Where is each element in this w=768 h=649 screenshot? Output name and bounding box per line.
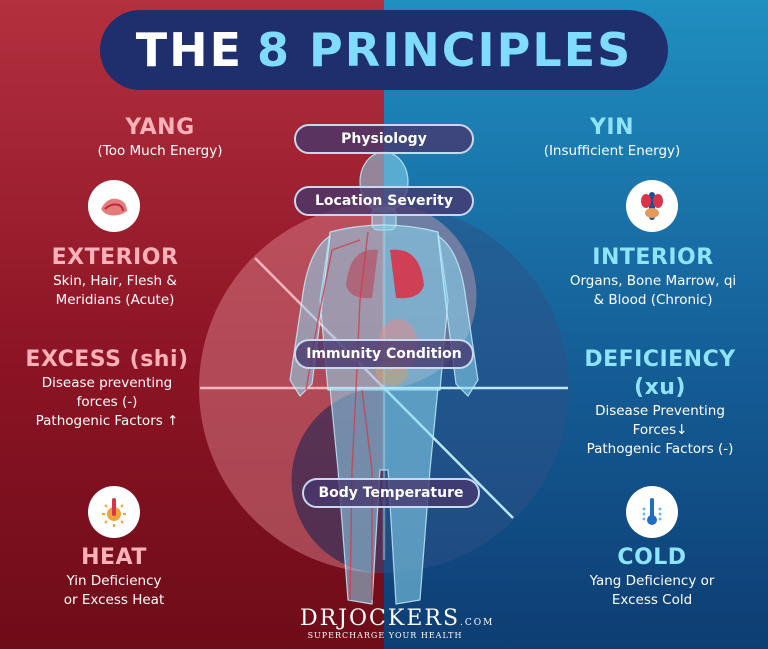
pill-physiology: Physiology [294,124,474,154]
pill-location-severity: Location Severity [294,186,474,216]
cold-heading: COLD [617,545,687,570]
title-banner: THE 8 PRINCIPLES [100,10,668,90]
deficiency-line-2: Forces↓ [632,422,688,438]
cold-line-1: Yang Deficiency or [589,573,715,589]
deficiency-heading: DEFICIENCY (xu) [584,347,736,400]
yang-block: YANG (Too Much Energy) [60,114,260,161]
thermometer-cold-icon [626,486,678,538]
title-part-2: 8 PRINCIPLES [257,23,633,77]
excess-line-3: Pathogenic Factors ↑ [35,413,179,429]
excess-line-2: forces (-) [76,394,138,410]
thermometer-hot-icon [88,486,140,538]
brand-logo: DRJOCKERS.COM SUPERCHARGE YOUR HEALTH [300,606,492,640]
deficiency-block: DEFICIENCY (xu) Disease Preventing Force… [558,346,762,459]
exterior-line-2: Meridians (Acute) [55,292,175,308]
skin-layer-icon [88,180,140,232]
brand-suffix: .COM [460,618,495,628]
brand-name-b: JOCKERS [338,606,461,631]
interior-heading: INTERIOR [592,245,714,270]
cold-line-2: Excess Cold [611,592,693,608]
heat-heading: HEAT [81,545,147,570]
brand-tagline: SUPERCHARGE YOUR HEALTH [307,631,463,640]
pill-body-temperature: Body Temperature [302,478,480,508]
excess-block: EXCESS (shi) Disease preventing forces (… [12,346,202,431]
interior-line-2: & Blood (Chronic) [593,292,713,308]
cold-block: COLD Yang Deficiency or Excess Cold [562,544,742,610]
excess-line-1: Disease preventing [41,375,173,391]
heat-block: HEAT Yin Deficiency or Excess Heat [24,544,204,610]
interior-line-1: Organs, Bone Marrow, qi [569,273,737,289]
heat-line-1: Yin Deficiency [66,573,162,589]
deficiency-line-3: Pathogenic Factors (-) [586,441,734,457]
yang-heading: YANG [125,115,195,140]
yang-sub: (Too Much Energy) [97,143,223,159]
title-part-1: THE [135,23,244,77]
exterior-block: EXTERIOR Skin, Hair, Flesh & Meridians (… [20,244,210,310]
exterior-heading: EXTERIOR [51,245,179,270]
yin-sub: (Insufficient Energy) [543,143,681,159]
heat-line-2: or Excess Heat [63,592,165,608]
yin-block: YIN (Insufficient Energy) [512,114,712,161]
pill-immunity-condition: Immunity Condition [294,339,474,369]
yin-heading: YIN [589,115,635,140]
interior-block: INTERIOR Organs, Bone Marrow, qi & Blood… [558,244,748,310]
brand-name: DRJOCKERS.COM [300,606,492,631]
deficiency-line-1: Disease Preventing [595,403,725,419]
excess-heading: EXCESS (shi) [25,347,189,372]
brand-name-a: DR [300,606,339,631]
organs-icon [626,180,678,232]
exterior-line-1: Skin, Hair, Flesh & [53,273,177,289]
